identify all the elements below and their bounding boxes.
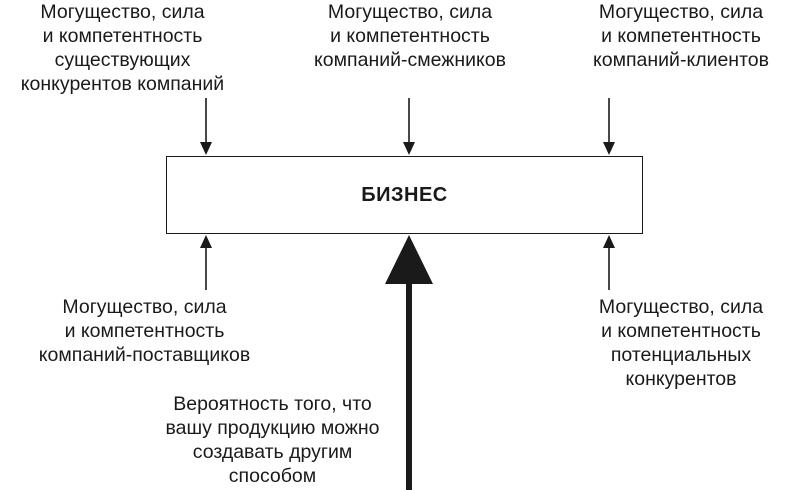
label-line: способом [228, 465, 317, 487]
label-line: Вероятность того, что [173, 393, 372, 415]
business-title: БИЗНЕС [361, 183, 448, 206]
label-line: Могущество, сила [598, 296, 764, 318]
force-label-substitutes: Вероятность того, что вашу продукцию мож… [150, 392, 395, 488]
label-line: Могущество, сила [327, 1, 493, 23]
force-label-potential-competitors: Могущество, сила и компетентность потенц… [572, 295, 790, 391]
label-line: существующих [54, 49, 191, 71]
label-line: компаний-смежников [314, 49, 506, 71]
label-line: конкурентов компаний [20, 73, 225, 95]
label-line: и компетентность [64, 320, 225, 342]
label-line: Могущество, сила [62, 296, 227, 318]
label-line: и компетентность [42, 25, 203, 47]
label-line: компаний-поставщиков [38, 344, 251, 366]
force-label-related-companies: Могущество, сила и компетентность компан… [285, 0, 535, 72]
label-line: и компетентность [601, 320, 761, 342]
label-line: компаний-клиентов [592, 49, 769, 71]
force-label-suppliers: Могущество, сила и компетентность компан… [12, 295, 277, 367]
force-label-existing-competitors: Могущество, сила и компетентность сущест… [0, 0, 245, 96]
business-box: БИЗНЕС [166, 156, 643, 234]
arrow-bottom-left [200, 235, 212, 290]
arrow-top-right [603, 98, 615, 155]
force-label-client-companies: Могущество, сила и компетентность компан… [572, 0, 790, 72]
arrow-top-left [200, 98, 212, 155]
label-line: потенциальных [610, 344, 752, 366]
label-line: конкурентов [625, 368, 737, 390]
label-line: вашу продукцию можно [165, 417, 380, 439]
arrow-bottom-right [603, 235, 615, 290]
label-line: и компетентность [601, 25, 761, 47]
label-line: создавать другим [192, 441, 353, 463]
label-line: Могущество, сила [40, 1, 205, 23]
arrow-top-center [403, 98, 415, 155]
label-line: и компетентность [330, 25, 490, 47]
label-line: Могущество, сила [598, 1, 764, 23]
